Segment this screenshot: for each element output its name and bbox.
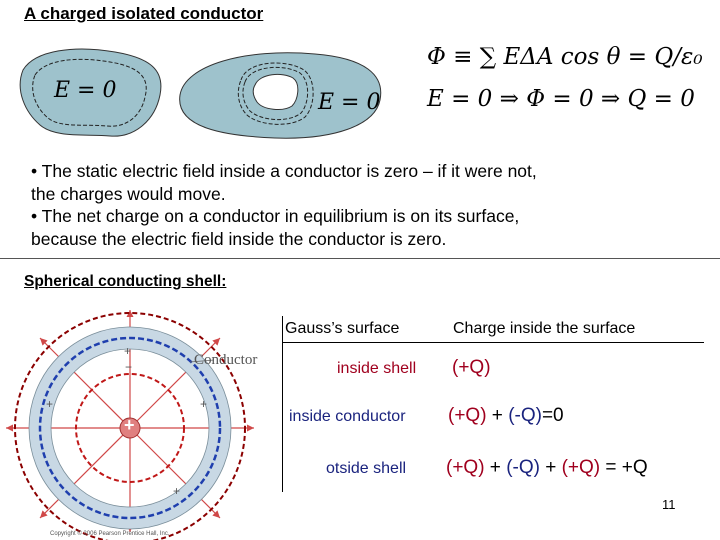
column-header-gauss-surface: Gauss’s surface: [285, 320, 400, 337]
conductor-label: Conductor: [194, 352, 258, 368]
bullet-line: because the electric field inside the co…: [31, 228, 447, 249]
expr-part: = +Q: [600, 457, 648, 478]
shell-inner-edge: [50, 348, 210, 508]
bullet-line: • The net charge on a conductor in equil…: [31, 206, 520, 226]
expr-part: (-Q): [508, 405, 542, 426]
row-expression-outside-shell: (+Q) + (-Q) + (+Q) = +Q: [446, 457, 648, 479]
section-divider: [0, 258, 720, 259]
row-label-outside-shell: otside shell: [326, 460, 407, 477]
row-expression-inside-shell: (+Q): [452, 357, 491, 379]
bullet-line: the charges would move.: [31, 183, 226, 204]
slide-title: A charged isolated conductor: [24, 4, 264, 23]
field-line: [39, 427, 131, 519]
section-subtitle: Spherical conducting shell:: [24, 273, 227, 290]
expr-part: +: [539, 457, 562, 478]
expr-part: (-Q): [506, 457, 540, 478]
expr-part: =0: [541, 405, 564, 426]
conductor-gauss-surface: [38, 336, 222, 520]
left-gauss-surface: [32, 58, 147, 127]
bullet-line: • The static electric field inside a con…: [31, 161, 537, 181]
expr-part: +: [486, 405, 509, 426]
expr-part: +: [484, 457, 507, 478]
outer-gauss-surface: [14, 312, 246, 540]
outer-charge-sign: +: [173, 484, 181, 498]
page-number: 11: [662, 497, 676, 512]
row-label-inside-shell: inside shell: [337, 360, 417, 377]
field-line: [129, 427, 221, 519]
left-blob-label: E = 0: [54, 78, 117, 103]
expr-part: (+Q): [452, 357, 491, 378]
row-expression-inside-conductor: (+Q) + (-Q)=0: [448, 405, 564, 427]
inner-gauss-surface: [75, 373, 185, 483]
center-charge-sign: +: [124, 415, 135, 435]
right-blob-label: E = 0: [318, 90, 381, 115]
row-label-inside-conductor: inside conductor: [289, 408, 406, 425]
column-header-charge-inside: Charge inside the surface: [453, 320, 636, 337]
inner-charge-sign: −: [125, 360, 133, 374]
zero-field-equation: E = 0 ⇒ Φ = 0 ⇒ Q = 0: [427, 86, 695, 112]
field-line: [129, 337, 221, 429]
expr-part: (+Q): [561, 457, 601, 478]
table-vertical-divider: [282, 316, 283, 492]
conductor-blobs-figure: [19, 48, 382, 139]
center-charge-ball: [119, 417, 141, 439]
spherical-shell-diagram: [6, 310, 254, 540]
gauss-law-equation: Φ ≡ ∑ EΔA cos θ = Q/ε₀: [427, 44, 703, 70]
copyright-notice: Copyright © 2006 Pearson Prentice Hall, …: [50, 531, 170, 537]
table-horizontal-divider: [282, 342, 704, 343]
right-gauss-surface: [242, 66, 309, 120]
shell-outer-edge: [28, 326, 232, 530]
expr-part: (+Q): [448, 405, 487, 426]
outer-charge-sign: +: [46, 397, 54, 411]
field-line: [39, 337, 131, 429]
right-gauss-surface-2: [237, 62, 314, 125]
outer-charge-sign: +: [200, 397, 208, 411]
left-conductor-blob: [19, 48, 162, 137]
expr-part: (+Q): [446, 457, 485, 478]
outer-charge-sign: +: [124, 344, 132, 358]
right-cavity: [252, 73, 299, 110]
bullet-list: • The static electric field inside a con…: [31, 160, 681, 250]
conductor-label-pointer: [189, 359, 215, 363]
